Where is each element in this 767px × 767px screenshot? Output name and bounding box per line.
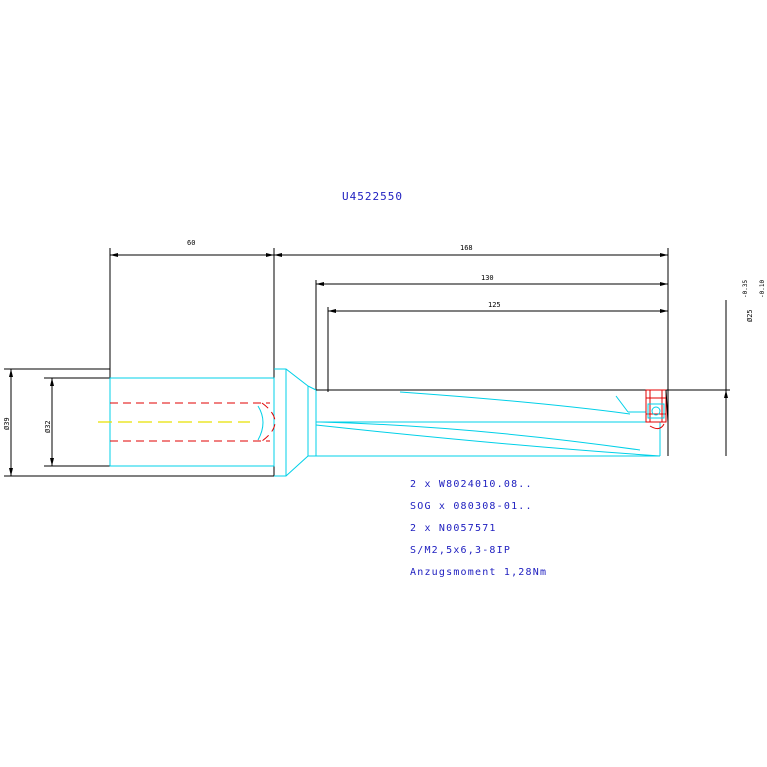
flute-upper-curve	[399, 391, 631, 415]
flute-lower-curve	[319, 421, 641, 451]
dimension-dia-32: Ø32	[44, 377, 110, 467]
transition-bottom	[274, 455, 309, 477]
dim-tolerance-upper: -0.35	[742, 280, 749, 298]
flute-bottom-curve	[315, 424, 661, 457]
dim-label-dia-25: Ø25	[746, 309, 754, 322]
dim-label-dia-32: Ø32	[44, 420, 52, 433]
dimension-130: 130	[315, 274, 668, 390]
note-screw: S/M2,5x6,3-8IP	[410, 545, 511, 556]
dimension-168: 168	[274, 244, 669, 456]
note-insert: 2 x W8024010.08..	[410, 479, 533, 490]
insert-outline	[645, 389, 667, 423]
transition-top	[274, 368, 309, 387]
dimension-dia-39: Ø39	[3, 368, 274, 477]
drawing-title: U4522550	[342, 190, 403, 203]
dimension-125: 125	[327, 301, 668, 392]
dimension-dia-25: Ø25 -0.35 -0.10	[668, 280, 766, 456]
parts-list: 2 x W8024010.08.. SOG x 080308-01.. 2 x …	[410, 479, 547, 578]
dim-tolerance-lower: -0.10	[759, 280, 766, 298]
dimension-60: 60	[109, 239, 275, 476]
dim-label-125: 125	[488, 301, 501, 309]
coolant-bore	[110, 402, 276, 442]
cutting-insert	[645, 389, 669, 430]
dim-label-60: 60	[187, 239, 195, 247]
dim-label-dia-39: Ø39	[3, 417, 11, 430]
note-torque: Anzugsmoment 1,28Nm	[410, 567, 547, 578]
drill-body	[109, 368, 668, 477]
note-part: 2 x N0057571	[410, 523, 497, 534]
dim-label-168: 168	[460, 244, 473, 252]
dim-label-130: 130	[481, 274, 494, 282]
note-sog: SOG x 080308-01..	[410, 501, 533, 512]
